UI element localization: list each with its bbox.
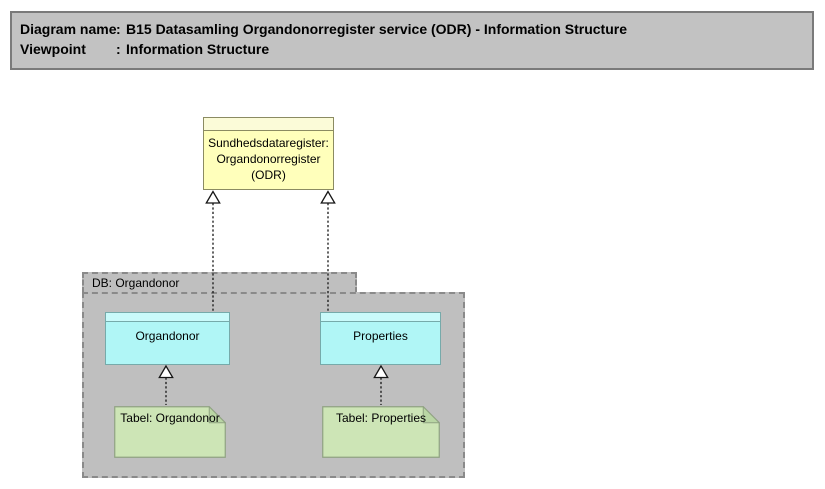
note-body [322,406,440,458]
entity-properties-strip [321,313,440,322]
title-separator: : [116,21,121,37]
note-shape [322,406,440,458]
note-tabel-properties[interactable]: Tabel: Properties [322,406,440,458]
entity-organdonor[interactable]: Organdonor [105,312,230,365]
service-label: Sundhedsdataregister: Organdonorregister… [208,136,329,182]
grouping-db-organdonor-tab[interactable]: DB: Organdonor [82,272,357,293]
grouping-label: DB: Organdonor [92,276,180,290]
hollow-triangle-arrowhead [205,190,221,204]
title-row-diagram-name: Diagram name : B15 Datasamling Organdono… [20,19,804,39]
entity-properties[interactable]: Properties [320,312,441,365]
note-shape [114,406,226,458]
note-fold-icon [422,406,440,424]
node-sundhedsdataregister-odr[interactable]: Sundhedsdataregister: Organdonorregister… [203,117,334,190]
note-fold-icon [208,406,226,424]
diagram-title-block: Diagram name : B15 Datasamling Organdono… [10,11,814,70]
entity-organdonor-strip [106,313,229,322]
title-value: B15 Datasamling Organdonorregister servi… [126,21,627,37]
note-tabel-organdonor-label: Tabel: Organdonor [120,411,220,425]
title-label: Diagram name [20,21,117,37]
note-tabel-properties-label: Tabel: Properties [335,411,427,425]
note-body [114,406,226,458]
hollow-triangle-arrowhead [320,190,336,204]
viewpoint-label: Viewpoint [20,41,86,57]
viewpoint-separator: : [116,41,121,57]
title-row-viewpoint: Viewpoint : Information Structure [20,39,804,59]
note-tabel-organdonor[interactable]: Tabel: Organdonor [114,406,226,458]
service-strip [204,118,333,131]
entity-organdonor-label: Organdonor [135,329,200,343]
entity-properties-label: Properties [353,329,408,343]
viewpoint-value: Information Structure [126,41,270,57]
